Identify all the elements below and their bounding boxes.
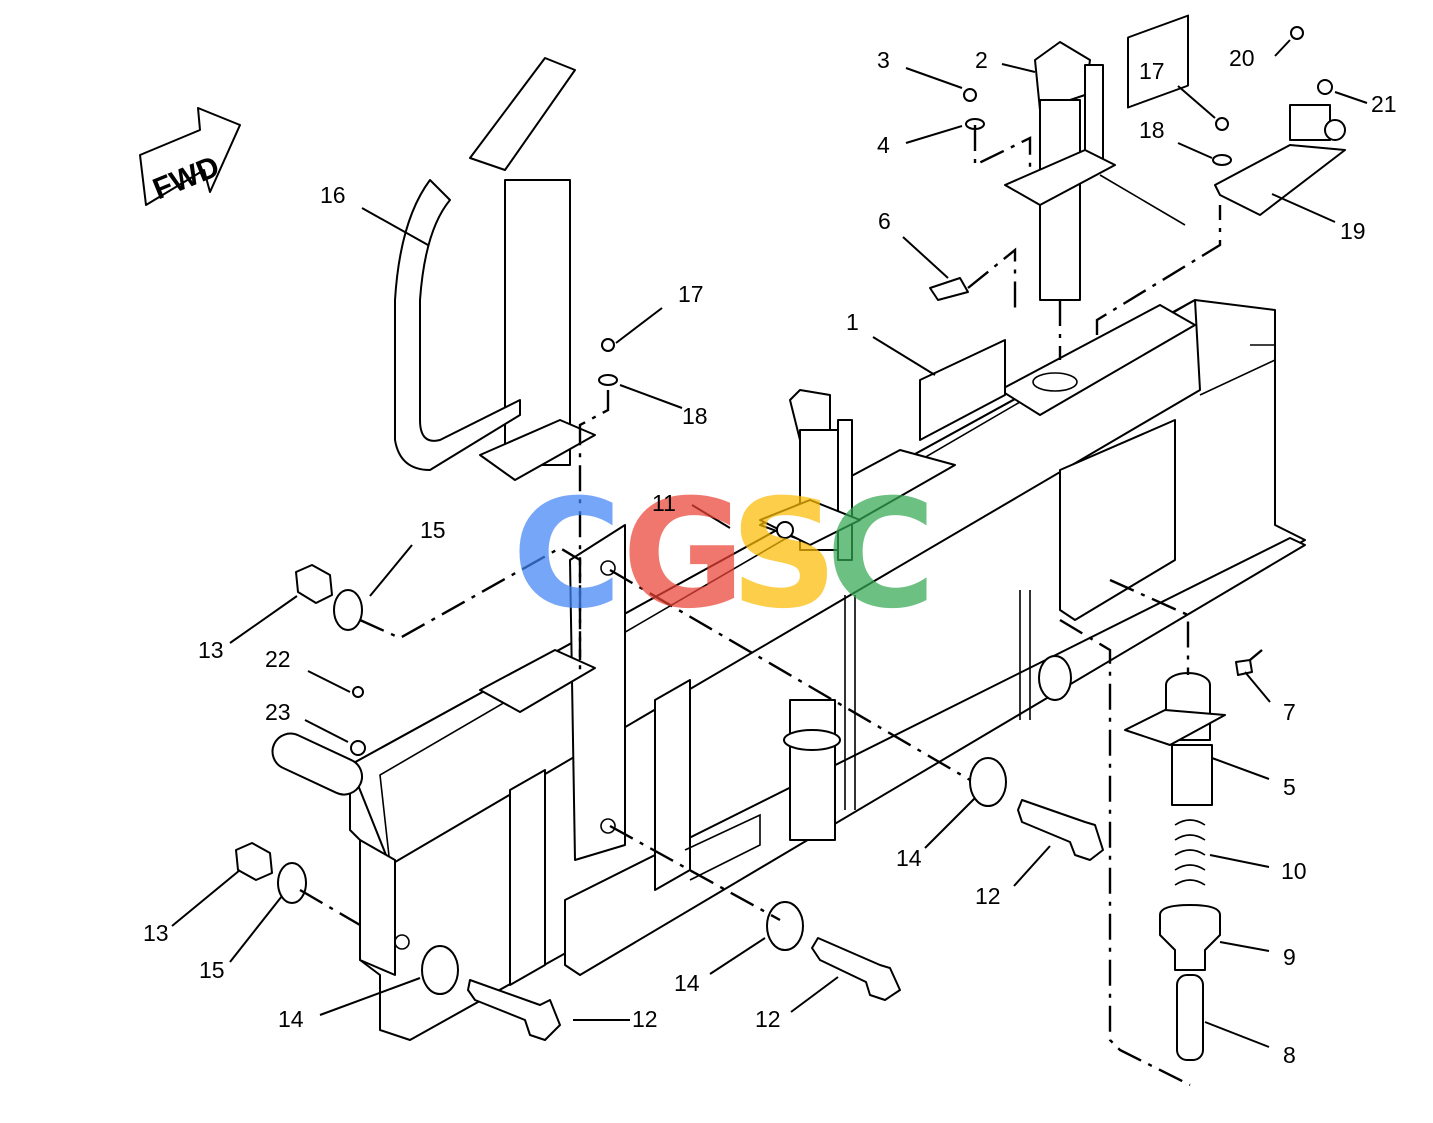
callout-19: 19 (1340, 218, 1366, 244)
watermark-letter-c2: C (826, 468, 936, 642)
watermark-letter-s: S (730, 468, 838, 642)
callout-21: 21 (1371, 91, 1397, 117)
fasteners (235, 26, 1333, 1041)
alignment-lines (299, 125, 1263, 1087)
callout-1: 1 (846, 309, 859, 335)
front-jack-stand (759, 389, 861, 841)
callout-12c: 12 (632, 1006, 658, 1032)
callout-12b: 12 (755, 1006, 781, 1032)
callout-labels: 1 2 3 4 5 6 7 8 9 10 11 12 12 12 13 13 1… (143, 45, 1397, 1068)
callout-16: 16 (320, 182, 346, 208)
leader-lines (171, 39, 1368, 1048)
callout-20: 20 (1229, 45, 1255, 71)
callout-2: 2 (975, 47, 988, 73)
callout-11: 11 (652, 490, 676, 516)
callout-4: 4 (877, 132, 890, 158)
callout-3: 3 (877, 47, 890, 73)
callout-8: 8 (1283, 1042, 1296, 1068)
rear-jack (1004, 41, 1186, 301)
callout-14b: 14 (674, 970, 700, 996)
main-frame (349, 14, 1306, 1041)
callout-15b: 15 (199, 957, 225, 983)
callout-13: 13 (198, 637, 224, 663)
watermark-letter-g: G (622, 468, 745, 642)
callout-14: 14 (896, 845, 922, 871)
callout-15: 15 (420, 517, 446, 543)
callout-14c: 14 (278, 1006, 304, 1032)
callout-23: 23 (265, 699, 291, 725)
callout-5: 5 (1283, 774, 1296, 800)
watermark-letter-c: C (512, 468, 622, 642)
callout-6: 6 (878, 208, 891, 234)
callout-18: 18 (682, 403, 708, 429)
callout-22: 22 (265, 646, 291, 672)
callout-7: 7 (1283, 699, 1296, 725)
callout-12: 12 (975, 883, 1001, 909)
fwd-arrow: FWD (139, 107, 241, 206)
pad-bracket (1214, 104, 1346, 216)
callout-17b: 17 (1139, 58, 1165, 84)
watermark: C G S C (512, 468, 936, 642)
callout-18b: 18 (1139, 117, 1165, 143)
grab-handle (394, 57, 596, 481)
callout-9: 9 (1283, 944, 1296, 970)
callout-10: 10 (1281, 858, 1307, 884)
pin-assembly (1124, 659, 1253, 1061)
callout-13b: 13 (143, 920, 169, 946)
callout-17: 17 (678, 281, 704, 307)
